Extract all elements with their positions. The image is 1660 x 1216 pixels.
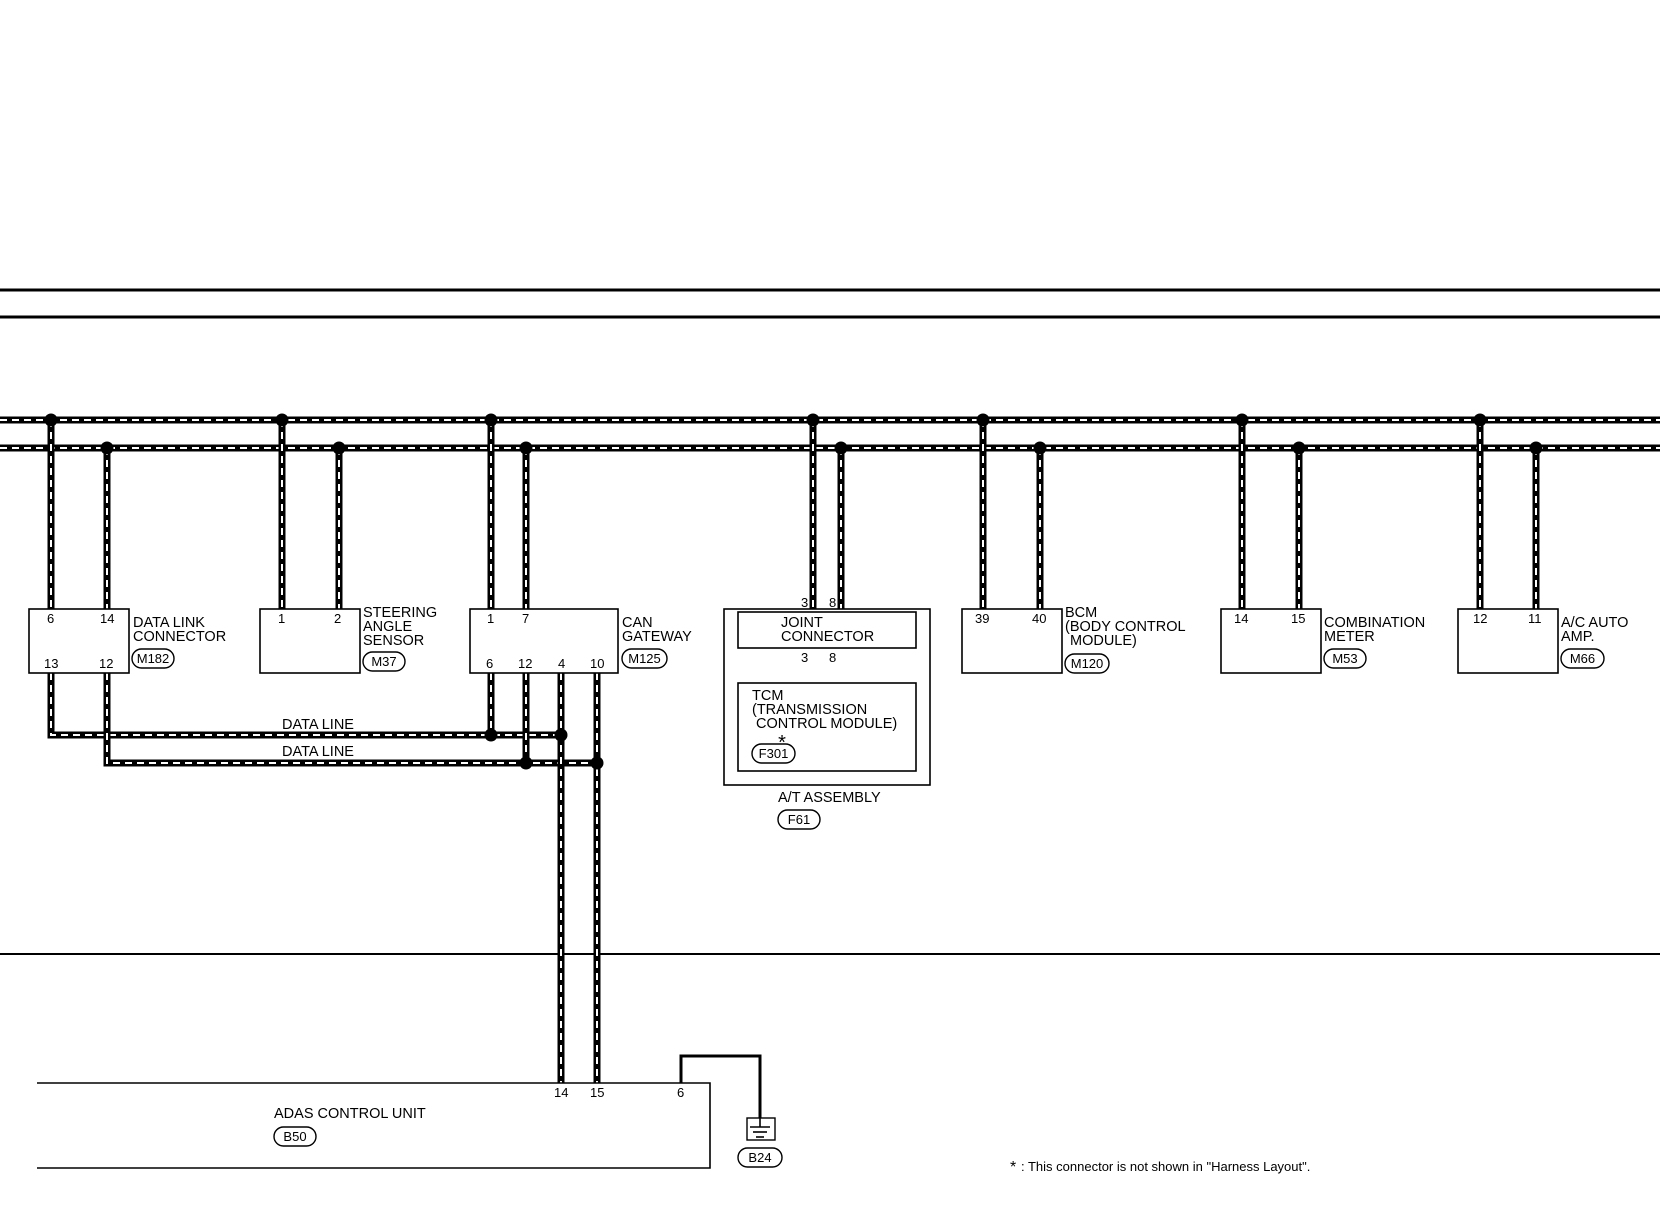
pin-label: 1 (487, 611, 494, 626)
connector-code: M182 (137, 651, 170, 666)
splice-dot (484, 728, 498, 742)
data-line-label: DATA LINE (282, 744, 354, 760)
pin-label: 13 (44, 656, 58, 671)
connector-code: F61 (788, 812, 810, 827)
pin-label: 8 (829, 595, 836, 610)
component-name: SENSOR (363, 633, 424, 649)
can-wires (0, 413, 1660, 1083)
pin-label: 14 (1234, 611, 1248, 626)
pin-label: 8 (829, 650, 836, 665)
splice-dot (275, 413, 289, 427)
pin-label: 6 (47, 611, 54, 626)
pin-label: 11 (1528, 611, 1542, 626)
component-name: GATEWAY (622, 629, 692, 645)
component-name: TCM (752, 688, 783, 704)
connector-code: M53 (1332, 651, 1357, 666)
component-name: ADAS CONTROL UNIT (274, 1106, 426, 1122)
can-gateway: 1 7 6 12 4 10 CAN GATEWAY M125 (469, 608, 692, 674)
pin-label: 15 (590, 1085, 604, 1100)
component-name: (BODY CONTROL (1065, 619, 1186, 635)
component-name: A/T ASSEMBLY (778, 790, 881, 806)
splice-dot (1292, 441, 1306, 455)
connector-code: B50 (283, 1129, 306, 1144)
splice-dot (484, 413, 498, 427)
pin-label: 4 (558, 656, 565, 671)
component-name: DATA LINK (133, 615, 205, 631)
at-assembly: 3 8 JOINT CONNECTOR 3 8 TCM (TRANSMISSIO… (723, 595, 931, 830)
steering-angle-sensor: 1 2 STEERING ANGLE SENSOR M37 (259, 605, 437, 674)
splice-dot (100, 441, 114, 455)
splice-dot (332, 441, 346, 455)
combination-meter: 14 15 COMBINATION METER M53 (1220, 608, 1425, 674)
asterisk-mark: * (778, 732, 786, 754)
pin-label: 6 (486, 656, 493, 671)
component-name: COMBINATION (1324, 615, 1425, 631)
connector-code: M125 (628, 651, 661, 666)
footnote-mark: * (1010, 1159, 1016, 1176)
connector-code: B24 (748, 1150, 771, 1165)
splice-dot (590, 756, 604, 770)
component-name: JOINT (781, 615, 823, 631)
component-name: ANGLE (363, 619, 412, 635)
component-name: CAN (622, 615, 653, 631)
component-name: A/C AUTO (1561, 615, 1628, 631)
pin-label: 12 (518, 656, 532, 671)
ground-b24: B24 (679, 1054, 783, 1168)
pin-label: 6 (677, 1085, 684, 1100)
data-line-label: DATA LINE (282, 717, 354, 733)
pin-label: 14 (554, 1085, 568, 1100)
splice-dot (976, 413, 990, 427)
splice-dot (834, 441, 848, 455)
pin-label: 14 (100, 611, 114, 626)
pin-label: 3 (801, 595, 808, 610)
pin-label: 2 (334, 611, 341, 626)
component-name: CONNECTOR (781, 629, 874, 645)
splice-dot (1235, 413, 1249, 427)
pin-label: 12 (99, 656, 113, 671)
splice-dot (806, 413, 820, 427)
pin-label: 1 (278, 611, 285, 626)
pin-label: 15 (1291, 611, 1305, 626)
data-link-connector: 6 14 13 12 DATA LINK CONNECTOR M182 (28, 608, 226, 674)
pin-label: 10 (590, 656, 604, 671)
component-name: METER (1324, 629, 1375, 645)
splice-dot (44, 413, 58, 427)
pin-label: 12 (1473, 611, 1487, 626)
adas-control-unit: 14 15 6 ADAS CONTROL UNIT B50 (37, 1082, 711, 1169)
component-name: STEERING (363, 605, 437, 621)
pin-label: 40 (1032, 611, 1046, 626)
footnote-text: : This connector is not shown in "Harnes… (1021, 1159, 1310, 1174)
component-name: BCM (1065, 605, 1097, 621)
splice-dot (519, 441, 533, 455)
component-name: MODULE) (1070, 633, 1137, 649)
connector-code: M120 (1071, 656, 1104, 671)
connector-code: M37 (371, 654, 396, 669)
component-name: AMP. (1561, 629, 1595, 645)
bcm: 39 40 BCM (BODY CONTROL MODULE) M120 (961, 605, 1186, 674)
splice-dot (1033, 441, 1047, 455)
connector-code: F301 (759, 746, 789, 761)
component-name: CONTROL MODULE) (756, 716, 897, 732)
wire-stripe (106, 673, 597, 764)
splice-dot (554, 728, 568, 742)
splice-dot (1473, 413, 1487, 427)
splice-dot (519, 756, 533, 770)
pin-label: 3 (801, 650, 808, 665)
pin-label: 7 (522, 611, 529, 626)
splice-dot (1529, 441, 1543, 455)
pin-label: 39 (975, 611, 989, 626)
component-name: CONNECTOR (133, 629, 226, 645)
ac-auto-amp: 12 11 A/C AUTO AMP. M66 (1457, 608, 1628, 674)
wire-stripe (50, 673, 561, 736)
component-name: (TRANSMISSION (752, 702, 867, 718)
connector-code: M66 (1570, 651, 1595, 666)
